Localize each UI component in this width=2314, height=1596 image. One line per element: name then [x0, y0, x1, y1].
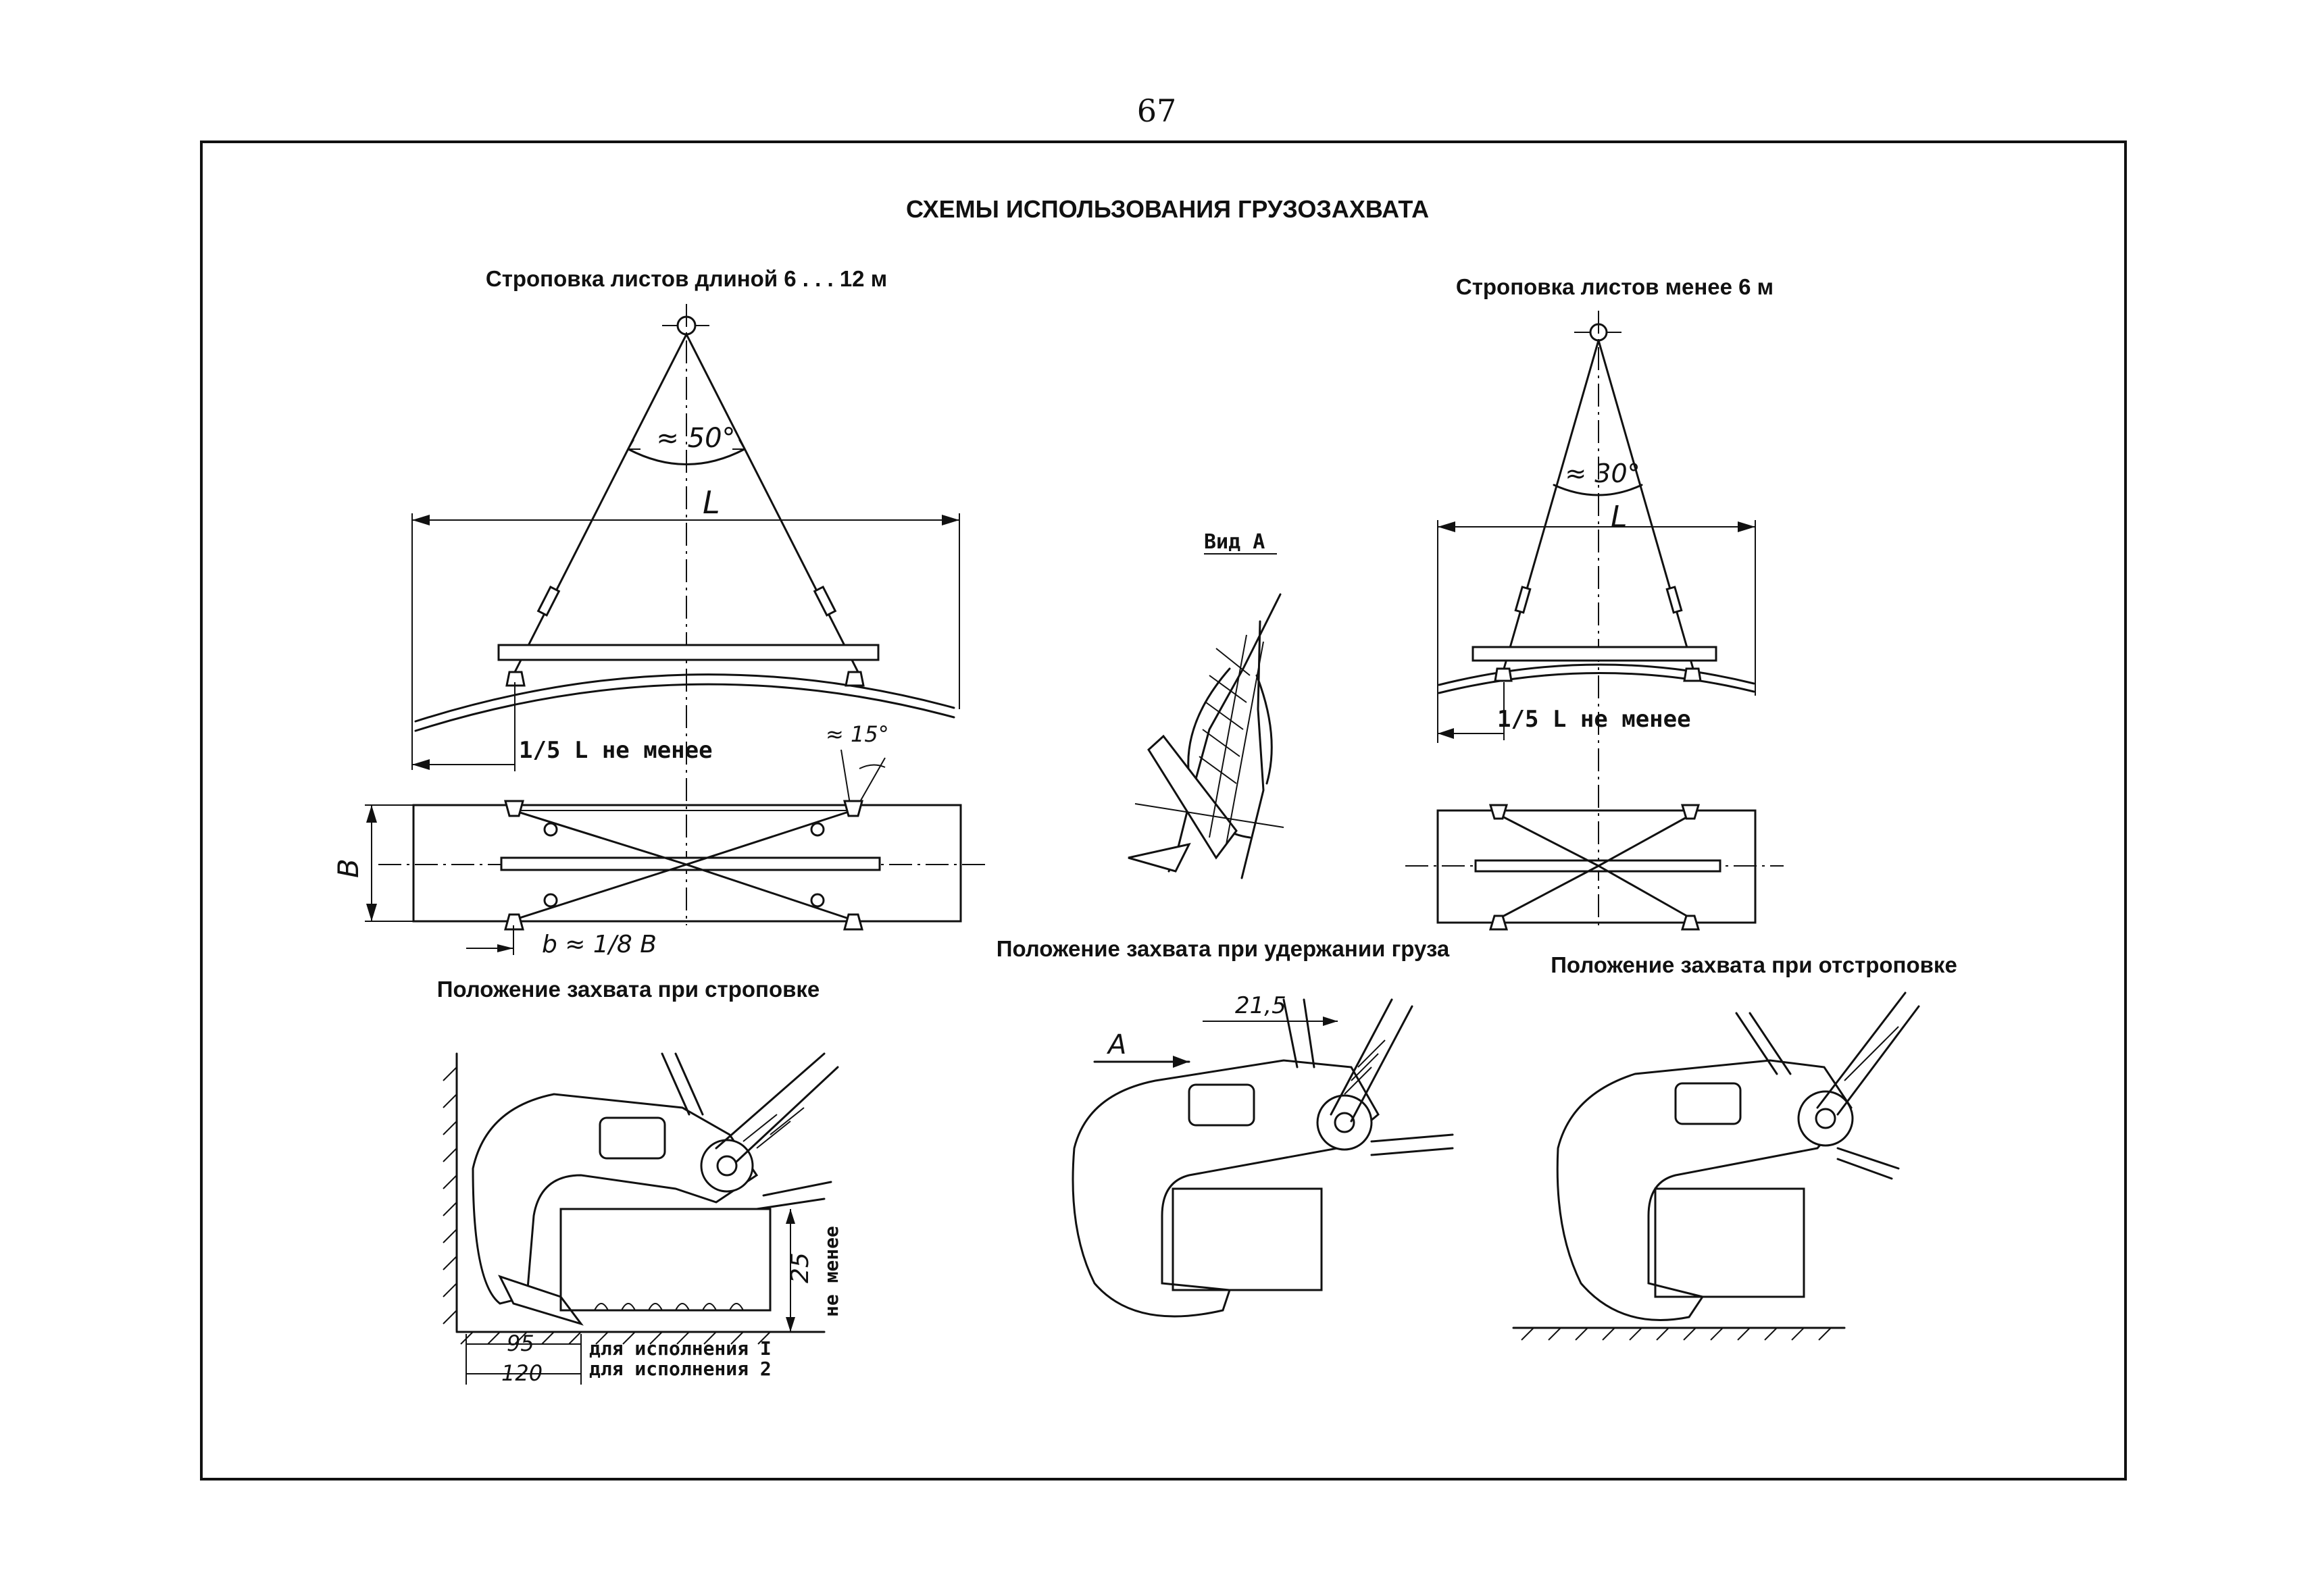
- pos-unslinging-caption: Положение захвата при отстроповке: [1551, 952, 1957, 977]
- sheet-curve-top: [414, 673, 955, 723]
- scheme-short-caption: Строповка листов менее 6 м: [1456, 274, 1774, 299]
- dim-120: 120: [501, 1360, 543, 1386]
- position-unslinging: Положение захвата при отстроповке: [1512, 952, 1957, 1341]
- variant-1: для исполнения I: [589, 1337, 772, 1360]
- angle-arc: [627, 448, 746, 465]
- dim-note: не менее: [820, 1226, 842, 1317]
- load-sheet: [1654, 1187, 1805, 1298]
- length-label: L: [703, 484, 720, 521]
- dim-25: 25: [786, 1252, 814, 1283]
- page-number: 67: [1137, 93, 1177, 129]
- sling-left: [513, 333, 688, 673]
- drawing-title: СХЕМЫ ИСПОЛЬЗОВАНИЯ ГРУЗОЗАХВАТА: [906, 195, 1429, 223]
- grip-body: [472, 1093, 759, 1305]
- arrow-a-label: A: [1106, 1029, 1126, 1060]
- fraction-label: 1/5 L не менее: [1497, 706, 1691, 733]
- offset-label: b ≈ 1/8 B: [542, 931, 657, 958]
- pos-holding-caption: Положение захвата при удержании груза: [997, 936, 1450, 961]
- drawing-frame: [200, 140, 2127, 1481]
- plan-view-sheet: [412, 804, 962, 923]
- sling-right: [685, 333, 859, 673]
- view-a-detail: Вид А: [1128, 530, 1284, 879]
- traverse-beam: [497, 644, 880, 661]
- length-label: L: [1611, 500, 1628, 534]
- width-label: B: [332, 858, 365, 878]
- position-holding: Положение захвата при удержании груза 21…: [997, 936, 1454, 1318]
- scheme-long-caption: Строповка листов длиной 6 . . . 12 м: [486, 266, 887, 291]
- view-a-label: Вид А: [1204, 530, 1265, 554]
- load-sheet: [559, 1208, 772, 1312]
- dim-95: 95: [507, 1331, 534, 1356]
- angle-label: ≈ 50°: [656, 423, 735, 454]
- position-slinging: Положение захвата при строповке 25 не ме…: [437, 977, 842, 1386]
- variant-2: для исполнения 2: [589, 1358, 772, 1380]
- scheme-short-sheets: Строповка листов менее 6 м ≈ 30° L 1/5 L…: [1405, 274, 1784, 931]
- fraction-label: 1/5 L не менее: [519, 737, 713, 764]
- scheme-long-sheets: Строповка листов длиной 6 . . . 12 м ≈ 5…: [332, 266, 986, 958]
- grip-body: [1556, 1059, 1853, 1321]
- sheet-section: [1147, 734, 1238, 860]
- angle-label: ≈ 30°: [1565, 459, 1640, 488]
- tilt-label: ≈ 15°: [826, 721, 889, 747]
- dim-21-5: 21,5: [1235, 992, 1286, 1019]
- load-sheet: [1172, 1187, 1323, 1291]
- pos-slinging-caption: Положение захвата при строповке: [437, 977, 820, 1002]
